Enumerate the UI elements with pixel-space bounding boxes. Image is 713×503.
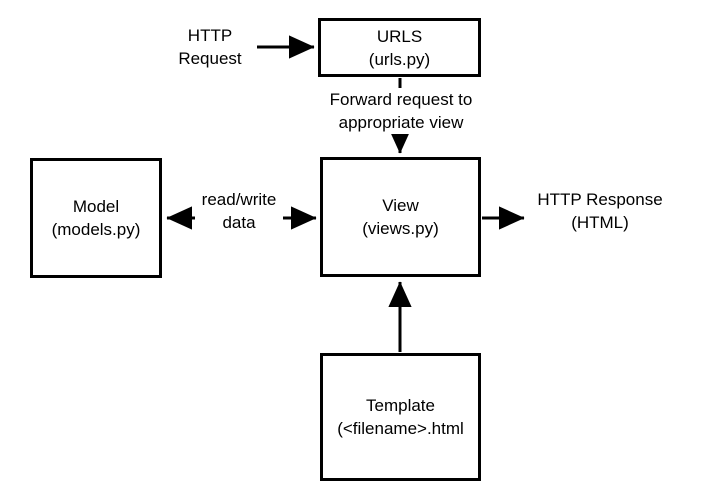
read-write-label-line1: read/write <box>201 190 277 209</box>
http-request-label: HTTP Request <box>166 24 254 70</box>
view-box-subtitle: (views.py) <box>362 219 439 238</box>
template-box-title: Template <box>366 396 435 415</box>
http-request-label-line2: Request <box>178 49 242 68</box>
http-response-label-line2: (HTML) <box>571 213 629 232</box>
http-response-label: HTTP Response (HTML) <box>531 188 669 234</box>
http-response-label-line1: HTTP Response <box>537 190 663 209</box>
template-box-subtitle: (<filename>.html <box>337 419 464 438</box>
view-box-title: View <box>382 196 419 215</box>
forward-request-label-line2: appropriate view <box>338 113 464 132</box>
forward-request-label-backdrop <box>313 88 489 134</box>
urls-box-title: URLS <box>376 26 423 46</box>
read-write-label: read/write data <box>197 188 281 234</box>
model-box-title: Model <box>72 197 120 216</box>
read-write-label-backdrop <box>195 188 283 234</box>
urls-box[interactable]: URLS (urls.py) <box>318 18 481 77</box>
template-box[interactable]: Template (<filename>.html <box>320 353 481 481</box>
urls-box-subtitle: (urls.py) <box>368 49 431 69</box>
read-write-label-line2: data <box>222 213 256 232</box>
forward-request-label: Forward request to appropriate view <box>315 88 487 134</box>
model-box[interactable]: Model (models.py) <box>30 158 162 278</box>
http-request-label-line1: HTTP <box>187 26 233 45</box>
forward-request-label-line1: Forward request to <box>329 90 473 109</box>
model-box-subtitle: (models.py) <box>51 220 141 239</box>
view-box[interactable]: View (views.py) <box>320 157 481 277</box>
